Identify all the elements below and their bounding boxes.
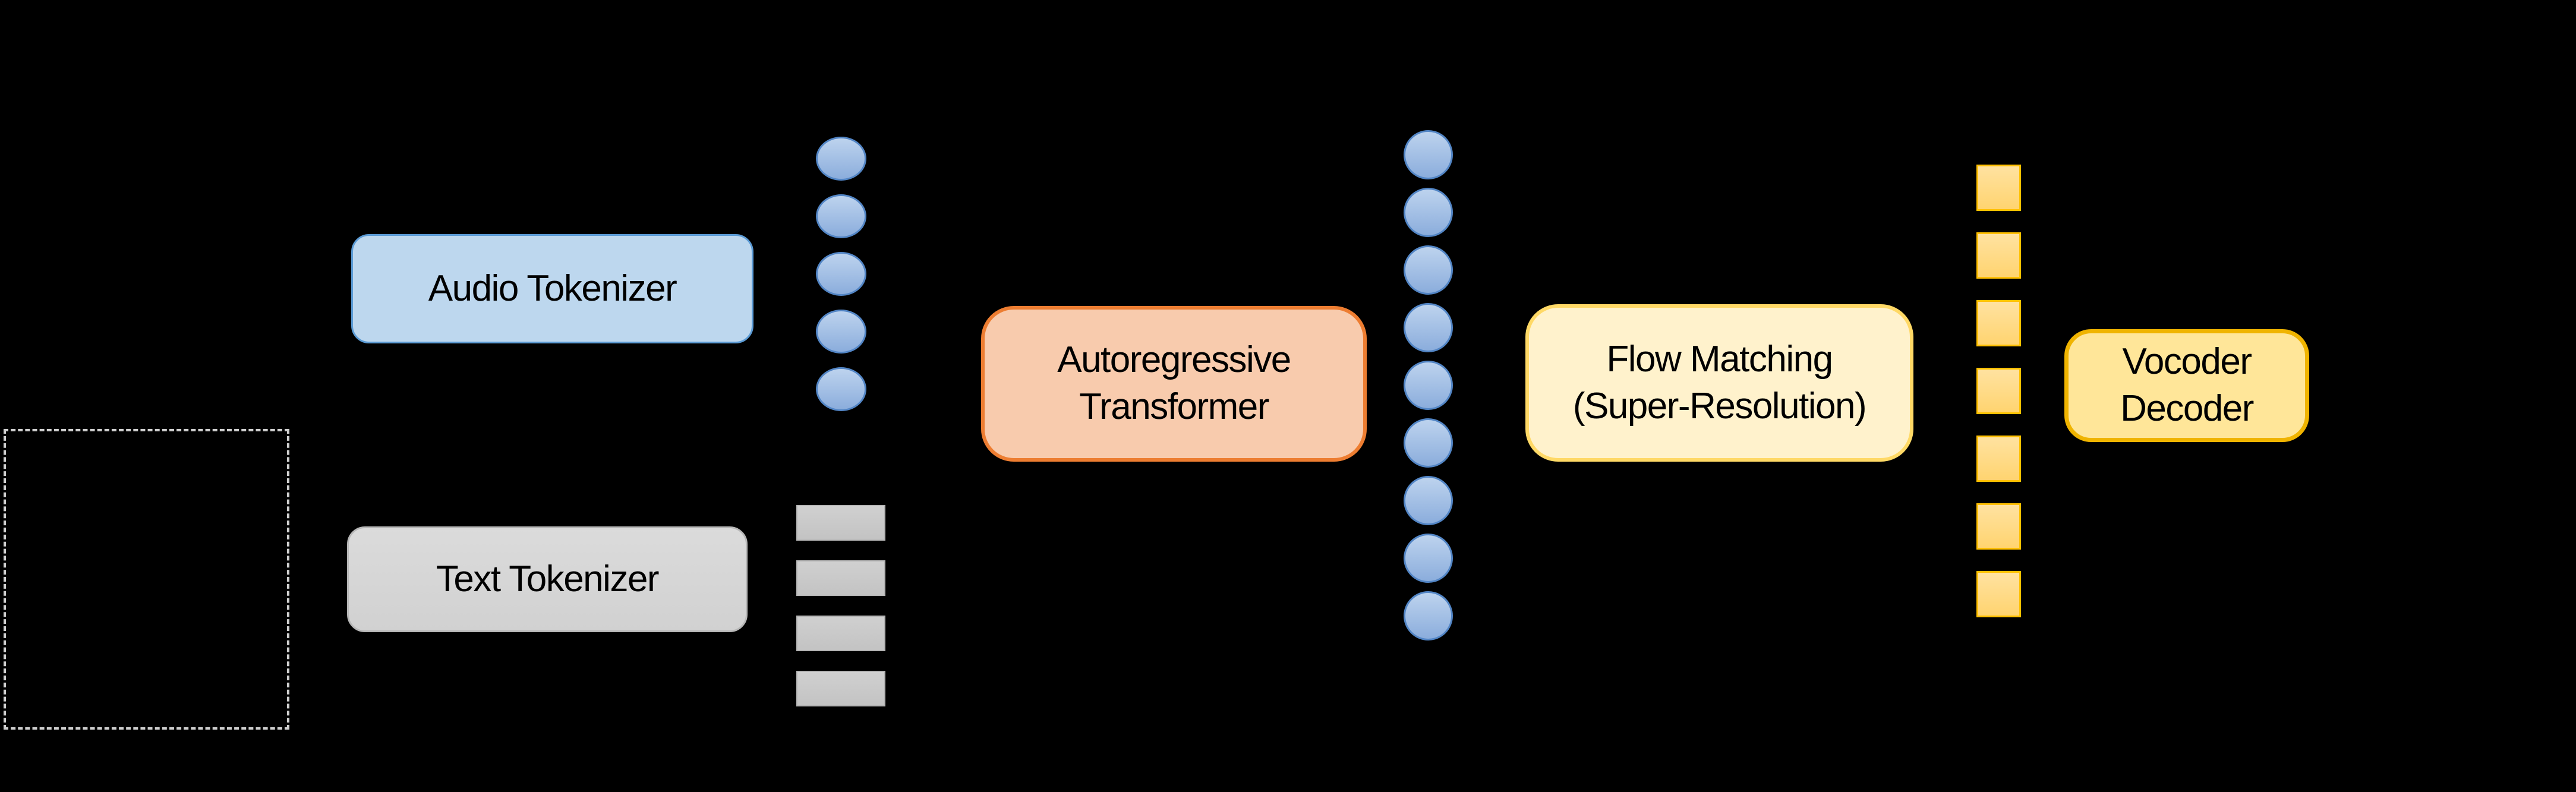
circle-token (1404, 476, 1453, 525)
ellipse-token (816, 137, 866, 181)
square-token (1976, 436, 2021, 482)
circle-token (1404, 361, 1453, 410)
audio-tokenizer-node: Audio Tokenizer (351, 234, 753, 343)
text-token-column (796, 505, 885, 706)
ellipse-token (816, 194, 866, 238)
circle-token (1404, 591, 1453, 640)
audio-token-column (816, 137, 866, 411)
square-token (1976, 368, 2021, 414)
bar-token (796, 560, 885, 596)
node-label: Decoder (2120, 388, 2254, 429)
node-label: Vocoder (2122, 341, 2252, 383)
ellipse-token (816, 367, 866, 411)
square-token (1976, 571, 2021, 617)
ellipse-token (816, 310, 866, 354)
bar-token (796, 505, 885, 541)
circle-token (1404, 130, 1453, 179)
text-tokenizer-node: Text Tokenizer (347, 526, 748, 632)
circle-token (1404, 245, 1453, 295)
square-token (1976, 503, 2021, 550)
vocoder-decoder-node: Vocoder Decoder (2064, 329, 2309, 442)
circle-token (1404, 418, 1453, 468)
square-token (1976, 232, 2021, 279)
circle-token (1404, 534, 1453, 583)
bar-token (796, 616, 885, 651)
node-label: Autoregressive (1057, 339, 1291, 381)
node-label: (Super-Resolution) (1572, 385, 1867, 427)
bar-token (796, 671, 885, 706)
flow-matching-node: Flow Matching (Super-Resolution) (1525, 304, 1913, 462)
input-dashed-box (4, 429, 289, 730)
node-label: Transformer (1079, 386, 1269, 427)
node-label: Text Tokenizer (436, 558, 660, 599)
circle-token (1404, 188, 1453, 237)
upsampled-token-column (1976, 165, 2021, 617)
circle-token (1404, 303, 1453, 352)
node-label: Audio Tokenizer (428, 267, 677, 309)
autoregressive-transformer-node: Autoregressive Transformer (981, 306, 1367, 462)
latent-token-column (1404, 130, 1453, 640)
square-token (1976, 165, 2021, 211)
ellipse-token (816, 252, 866, 296)
square-token (1976, 300, 2021, 346)
node-label: Flow Matching (1606, 338, 1833, 380)
